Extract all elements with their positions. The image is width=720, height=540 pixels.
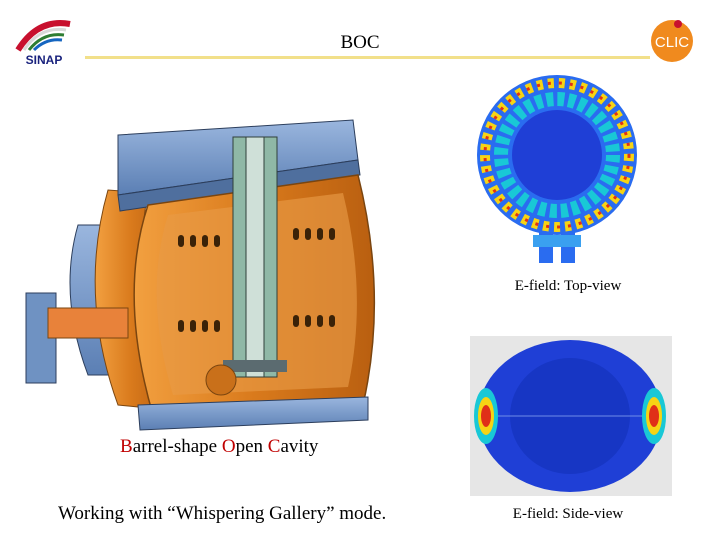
side-view-caption: E-field: Side-view <box>512 506 624 522</box>
cavity-caption-letter-o: O <box>221 436 236 457</box>
cavity-caption-letter-c: C <box>267 436 281 457</box>
efield-top-view-image <box>477 75 637 263</box>
cavity-caption-word-barrel: arrel-shape <box>132 436 222 457</box>
clic-logo: CLIC <box>651 20 693 62</box>
sinap-logo: SINAP <box>15 20 71 67</box>
efield-side-view-image <box>470 336 672 496</box>
cavity-caption: Barrel-shape Open Cavity <box>120 436 318 458</box>
cavity-caption-letter-b: B <box>120 436 133 457</box>
cavity-caption-word-cavity: avity <box>280 436 319 457</box>
barrel-cavity-image <box>25 119 376 431</box>
svg-text:CLIC: CLIC <box>655 34 689 51</box>
whispering-gallery-caption: Working with “Whispering Gallery” mode. <box>58 503 387 524</box>
page-title: BOC <box>340 32 380 53</box>
title-divider <box>85 56 650 59</box>
top-view-caption: E-field: Top-view <box>514 278 622 294</box>
cavity-caption-word-open: pen <box>235 436 268 457</box>
svg-text:SINAP: SINAP <box>26 53 63 67</box>
